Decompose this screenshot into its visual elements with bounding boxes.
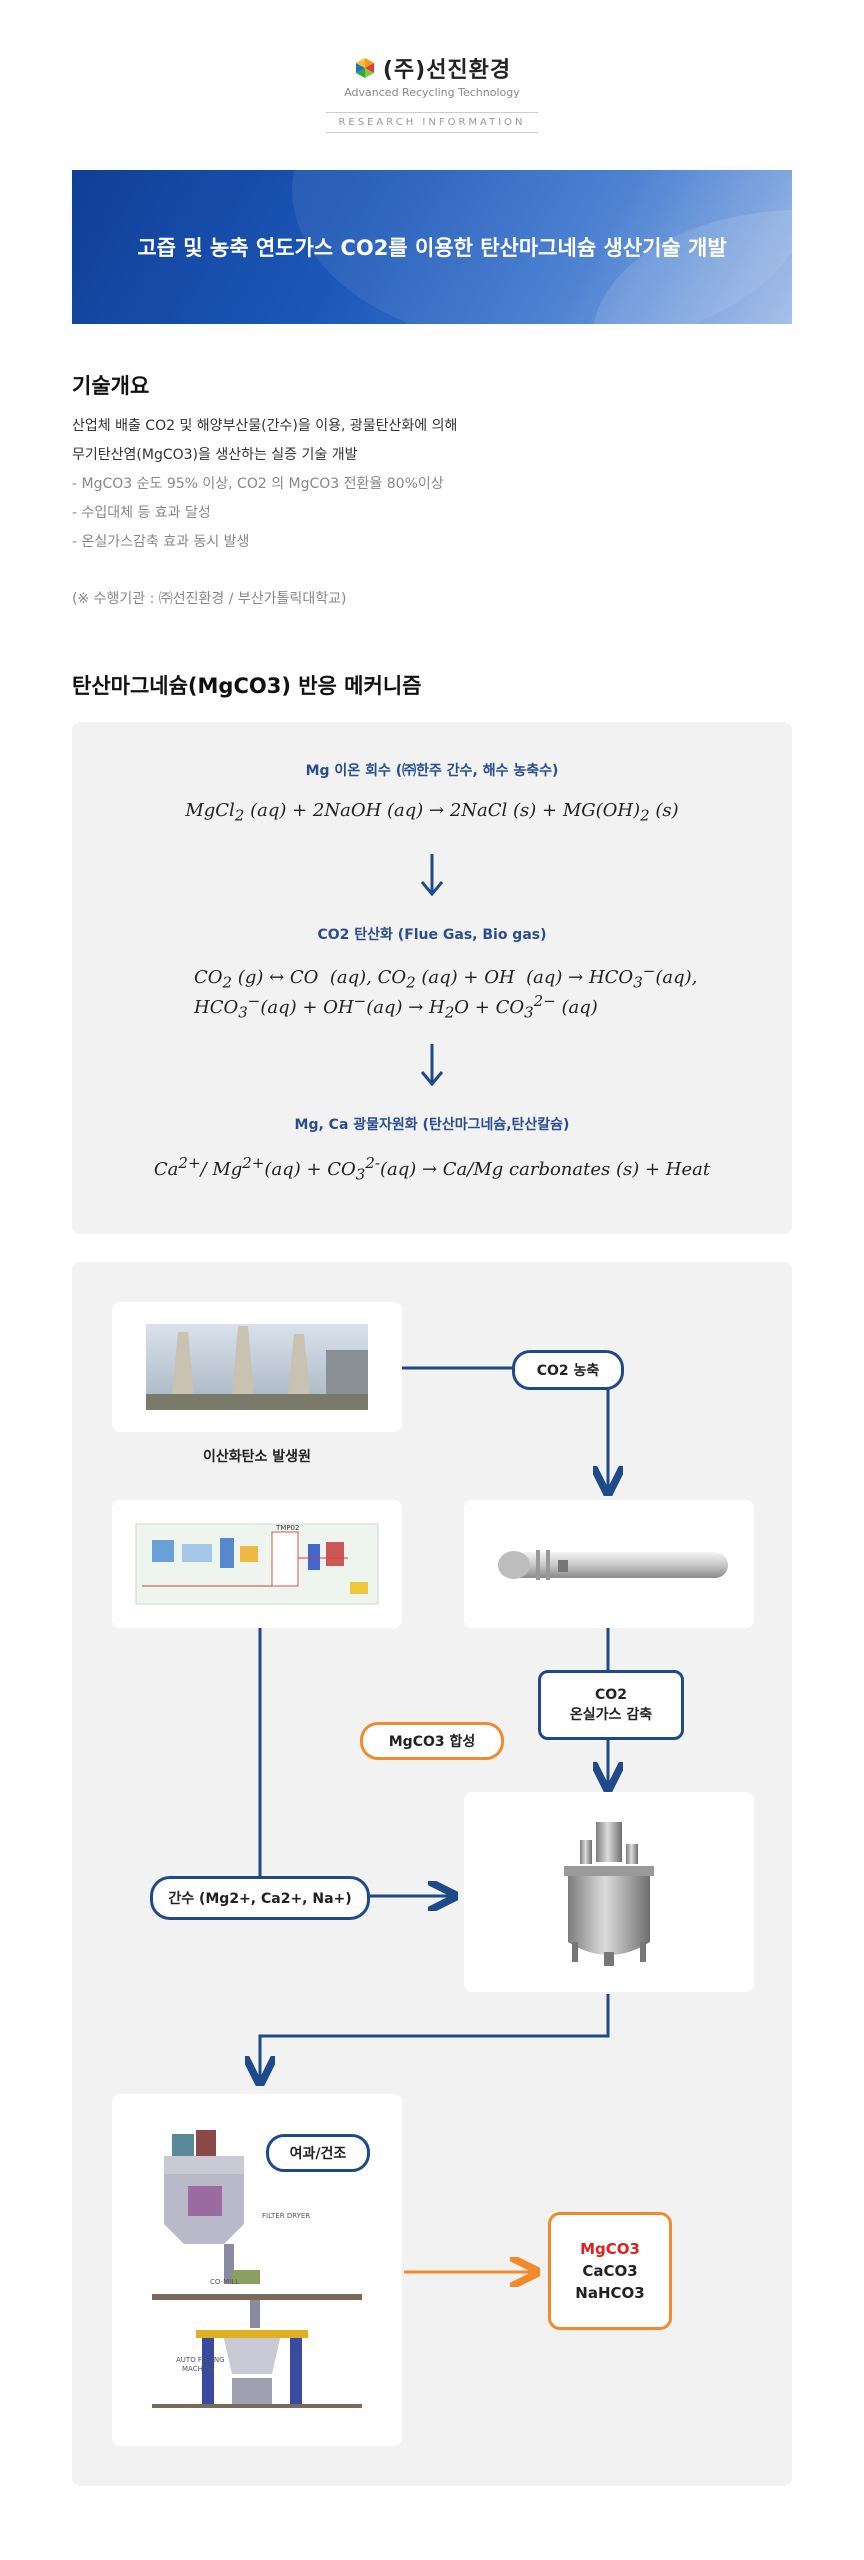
mechanism-step1-title: Mg 이온 회수 (㈜한주 간수, 해수 농축수): [305, 763, 559, 779]
brine-badge: 간수 (Mg2+, Ca2+, Na+): [150, 1876, 370, 1920]
process-schematic: TMP02: [135, 1523, 379, 1605]
mechanism-step3-title: Mg, Ca 광물자원화 (탄산마그네슘,탄산칼슘): [294, 1117, 570, 1133]
banner-title: 고즙 및 농축 연도가스 CO2를 이용한 탄산마그네슘 생산기술 개발: [137, 236, 727, 260]
process-schematic-image: TMP02: [112, 1500, 402, 1628]
mechanism-title: 탄산마그네슘(MgCO3) 반응 메커니즘: [72, 674, 422, 698]
arrow-down-icon: [420, 1044, 444, 1086]
company-logo: (주)선진환경 Advanced Recycling Technology: [0, 52, 864, 99]
label-auto-filling: AUTO FILLING: [176, 2356, 225, 2364]
product-result-box: MgCO3 CaCO3 NaHCO3: [548, 2212, 672, 2330]
product-caco3: CaCO3: [582, 2262, 638, 2280]
overview-line: 무기탄산염(MgCO3)을 생산하는 실증 기술 개발: [72, 447, 358, 463]
reactor-vessel-image: [464, 1792, 754, 1992]
label-machine: MACHINE: [182, 2365, 215, 2373]
reactor-vessel: [564, 1822, 654, 1966]
equation-mineralization: Ca2+/ Mg2+(aq) + CO32-(aq) → Ca/Mg carbo…: [153, 1154, 711, 1184]
co2-reduction-badge: CO2 온실가스 감축: [538, 1670, 684, 1740]
company-name: (주)선진환경: [382, 58, 512, 83]
filter-dryer-schematic: FILTER DRYER CO-MILL AUTO FILLING MACHIN…: [152, 2130, 362, 2408]
co2-reduction-line1: CO2: [595, 1687, 627, 1703]
co2-concentrate-badge: CO2 농축: [512, 1350, 624, 1390]
equation-carbonation-1: CO2 (g) ↔ CO (aq), CO2 (aq) + OH (aq) → …: [194, 962, 698, 992]
label-co-mill: CO-MILL: [210, 2278, 239, 2286]
overview-title: 기술개요: [72, 374, 150, 398]
smokestack-image: [146, 1324, 368, 1410]
co2-concentrator-image: [464, 1500, 754, 1628]
company-tagline: Advanced Recycling Technology: [344, 86, 520, 99]
equation-mg-recovery: MgCl2 (aq) + 2NaOH (aq) → 2NaCl (s) + MG…: [185, 800, 679, 825]
overview-body: 산업체 배출 CO2 및 해양부산물(간수)을 이용, 광물탄산화에 의해 무기…: [72, 412, 792, 614]
overview-note: (※ 수행기관 : ㈜선진환경 / 부산가톨릭대학교): [72, 591, 347, 607]
co2-source-image: [112, 1302, 402, 1432]
overview-line: - MgCO3 순도 95% 이상, CO2 의 MgCO3 전환율 80%이상: [72, 476, 444, 492]
product-mgco3: MgCO3: [580, 2240, 640, 2258]
overview-line: - 온실가스감축 효과 동시 발생: [72, 534, 250, 550]
company-logo-icon: [355, 58, 374, 78]
hero-banner: 고즙 및 농축 연도가스 CO2를 이용한 탄산마그네슘 생산기술 개발: [72, 170, 792, 324]
synthesis-badge: MgCO3 합성: [360, 1722, 504, 1760]
process-flow-box: 이산화탄소 발생원 CO2 농축 TMP02 C: [72, 1262, 792, 2486]
filter-dryer-image: FILTER DRYER CO-MILL AUTO FILLING MACHIN…: [112, 2094, 402, 2446]
label-filter-dryer: FILTER DRYER: [262, 2212, 310, 2220]
process-label: TMP02: [275, 1524, 299, 1532]
mechanism-box: Mg 이온 회수 (㈜한주 간수, 해수 농축수) MgCl2 (aq) + 2…: [72, 722, 792, 1234]
co2-reduction-line2: 온실가스 감축: [569, 1707, 653, 1723]
overview-line: - 수입대체 등 효과 달성: [72, 505, 211, 521]
concentrator-tube-image: [498, 1550, 728, 1580]
equation-carbonation-2: HCO3−(aq) + OH−(aq) → H2O + CO32− (aq): [194, 992, 598, 1022]
filter-dry-badge: 여과/건조: [266, 2134, 370, 2172]
mechanism-step2-title: CO2 탄산화 (Flue Gas, Bio gas): [317, 927, 547, 943]
product-nahco3: NaHCO3: [575, 2284, 645, 2302]
section-label: RESEARCH INFORMATION: [326, 112, 538, 133]
overview-line: 산업체 배출 CO2 및 해양부산물(간수)을 이용, 광물탄산화에 의해: [72, 418, 458, 434]
co2-source-caption: 이산화탄소 발생원: [203, 1449, 311, 1465]
arrow-down-icon: [420, 854, 444, 896]
